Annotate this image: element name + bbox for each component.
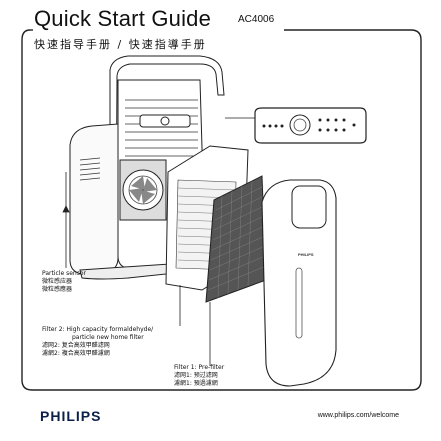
side-vents bbox=[79, 157, 101, 181]
device-brand-mark: PHILIPS bbox=[298, 252, 314, 257]
fan-icon bbox=[119, 159, 167, 221]
website-url: www.philips.com/welcome bbox=[317, 412, 399, 419]
label-filter-1: Filter 1: Pre-filter 滤网1: 预过滤网 濾網1: 預過濾網 bbox=[174, 364, 225, 387]
frame-border bbox=[21, 29, 422, 391]
label-particle-sensor: Particle sensor 微粒感应器 微粒感應器 bbox=[42, 270, 86, 293]
control-panel-detail bbox=[254, 107, 367, 144]
top-controls bbox=[139, 114, 191, 128]
front-cover-panel: PHILIPS bbox=[261, 179, 337, 387]
model-number: AC4006 bbox=[238, 14, 275, 25]
page-title: Quick Start Guide bbox=[34, 6, 212, 31]
label-filter-2: Filter 2: High capacity formaldehyde/ pa… bbox=[42, 326, 154, 357]
brand-logo: PHILIPS bbox=[40, 408, 102, 424]
page-subtitle: 快速指导手册 / 快速指導手册 bbox=[34, 38, 207, 51]
